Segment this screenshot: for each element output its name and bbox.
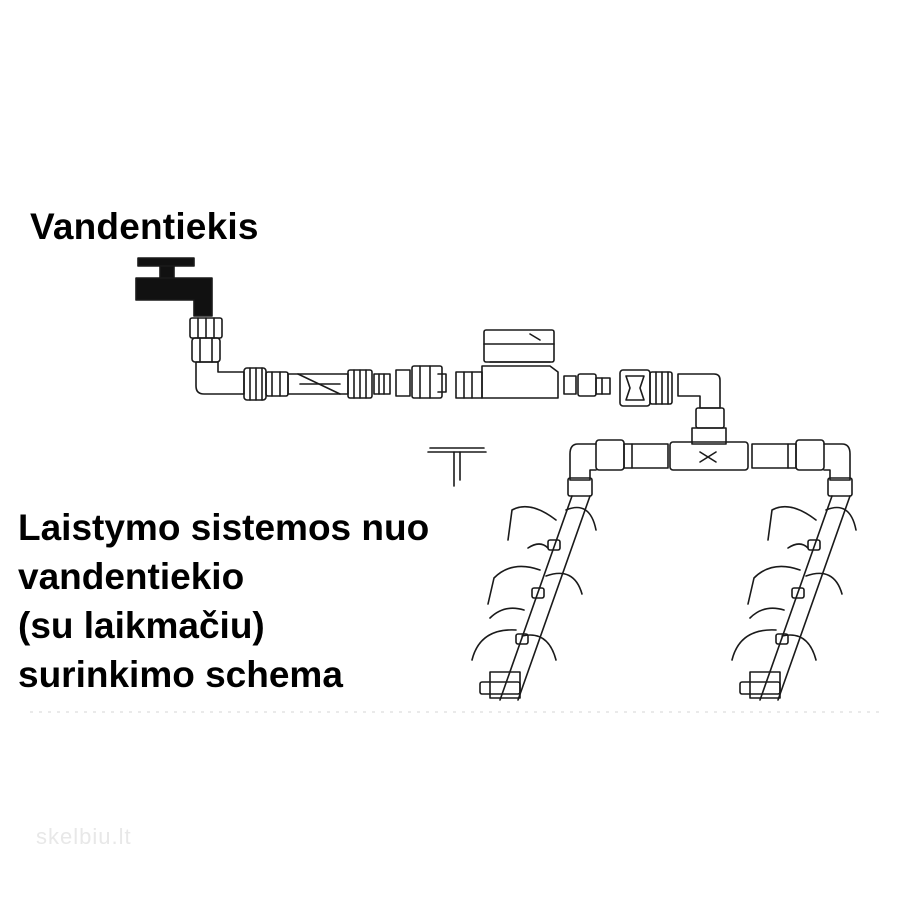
caption-line-3: (su laikmačiu) (18, 605, 265, 646)
caption: Laistymo sistemos nuo vandentiekio (su l… (18, 503, 429, 699)
faucet-icon (135, 257, 213, 317)
caption-line-2: vandentiekio (18, 556, 245, 597)
stake-icon (471, 495, 597, 701)
coupling-icon (243, 367, 391, 401)
filter-icon (395, 365, 447, 399)
connector-icon (189, 317, 223, 363)
end-cap-icon (479, 671, 521, 699)
quick-connector-icon (563, 373, 611, 397)
elbow-icon (677, 373, 725, 429)
elbow-icon (195, 361, 245, 395)
elbow-icon (567, 439, 625, 497)
timer-icon (455, 329, 559, 399)
page-title: Vandentiekis (30, 206, 259, 247)
reducer-icon (619, 369, 673, 407)
stake-icon (427, 447, 487, 487)
caption-line-4: surinkimo schema (18, 654, 343, 695)
caption-line-1: Laistymo sistemos nuo (18, 507, 430, 548)
elbow-icon (795, 439, 853, 497)
stake-icon (731, 495, 857, 701)
tee-icon (623, 427, 797, 471)
watermark: skelbiu.lt (36, 824, 132, 849)
end-cap-icon (739, 671, 781, 699)
